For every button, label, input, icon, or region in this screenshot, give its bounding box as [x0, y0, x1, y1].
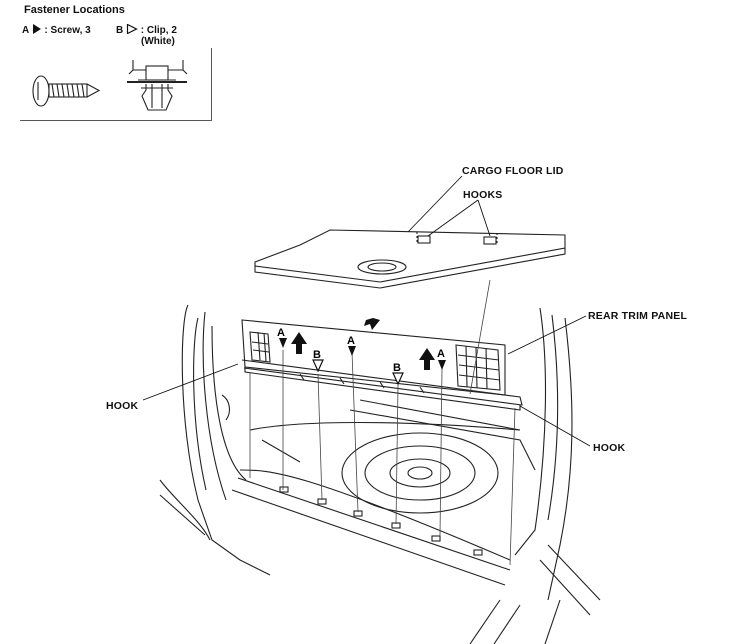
clip-marker-icon	[312, 359, 324, 373]
legend-clip: B : Clip, 2 (White)	[116, 23, 177, 47]
fastener-locations-title: Fastener Locations	[24, 4, 125, 16]
callout-hook-left: HOOK	[106, 400, 139, 412]
marker-b-label: B	[313, 349, 321, 361]
callout-hooks: HOOKS	[463, 189, 503, 201]
callout-cargo-floor-lid: CARGO FLOOR LID	[462, 165, 564, 177]
leader-lines	[142, 175, 591, 447]
vehicle-body	[159, 304, 601, 644]
upward-arrows	[291, 318, 435, 370]
diagonal-arrow-icon	[364, 318, 380, 330]
callout-rear-trim-panel: REAR TRIM PANEL	[588, 310, 688, 322]
screw-marker-icon	[438, 360, 446, 370]
guide-lines	[249, 279, 516, 566]
up-arrow-icon	[419, 348, 435, 370]
screw-illustration	[32, 75, 101, 107]
legend-b-text: : Clip, 2	[140, 25, 177, 36]
callout-hook-right: HOOK	[593, 442, 626, 454]
marker-a-label: A	[437, 348, 445, 360]
clip-illustration	[127, 60, 188, 111]
fastener-markers	[279, 338, 446, 386]
fastener-legend-box	[20, 48, 212, 121]
up-arrow-icon	[291, 332, 307, 354]
rear-trim-panel-shape	[241, 319, 523, 411]
marker-a-label: A	[277, 327, 285, 339]
legend-a-text: : Screw, 3	[44, 25, 91, 36]
marker-b-label: B	[393, 362, 401, 374]
clip-marker-icon	[392, 372, 404, 386]
marker-a-label: A	[347, 335, 355, 347]
legend-b-letter: B	[116, 25, 124, 36]
legend-b-subtext: (White)	[141, 36, 175, 47]
legend-a-letter: A	[22, 25, 29, 36]
cargo-floor-lid-shape	[254, 229, 566, 289]
legend-screw: A : Screw, 3	[22, 24, 91, 36]
outline-triangle-icon	[126, 23, 138, 35]
screw-marker-icon	[348, 346, 356, 356]
filled-triangle-icon	[32, 24, 41, 34]
screw-marker-icon	[279, 338, 287, 348]
